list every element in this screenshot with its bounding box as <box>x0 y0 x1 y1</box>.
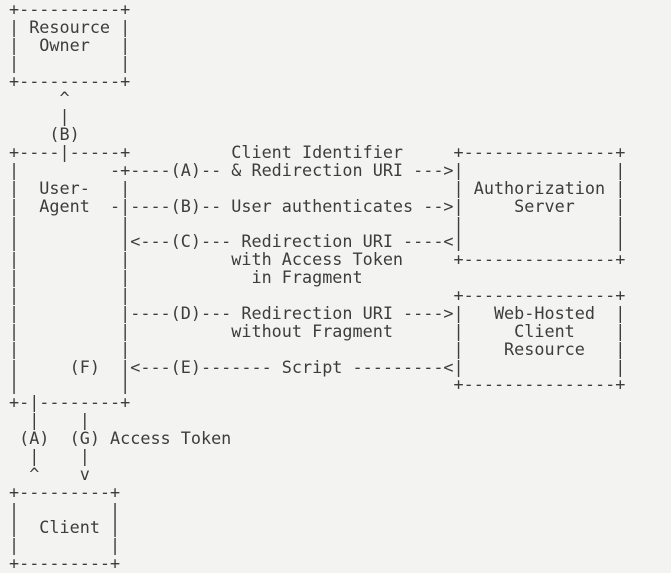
oauth-implicit-grant-flow-ascii-diagram: +----------+ | Resource | | Owner | | | … <box>9 0 626 573</box>
text-viewer: +----------+ | Resource | | Owner | | | … <box>9 0 626 573</box>
